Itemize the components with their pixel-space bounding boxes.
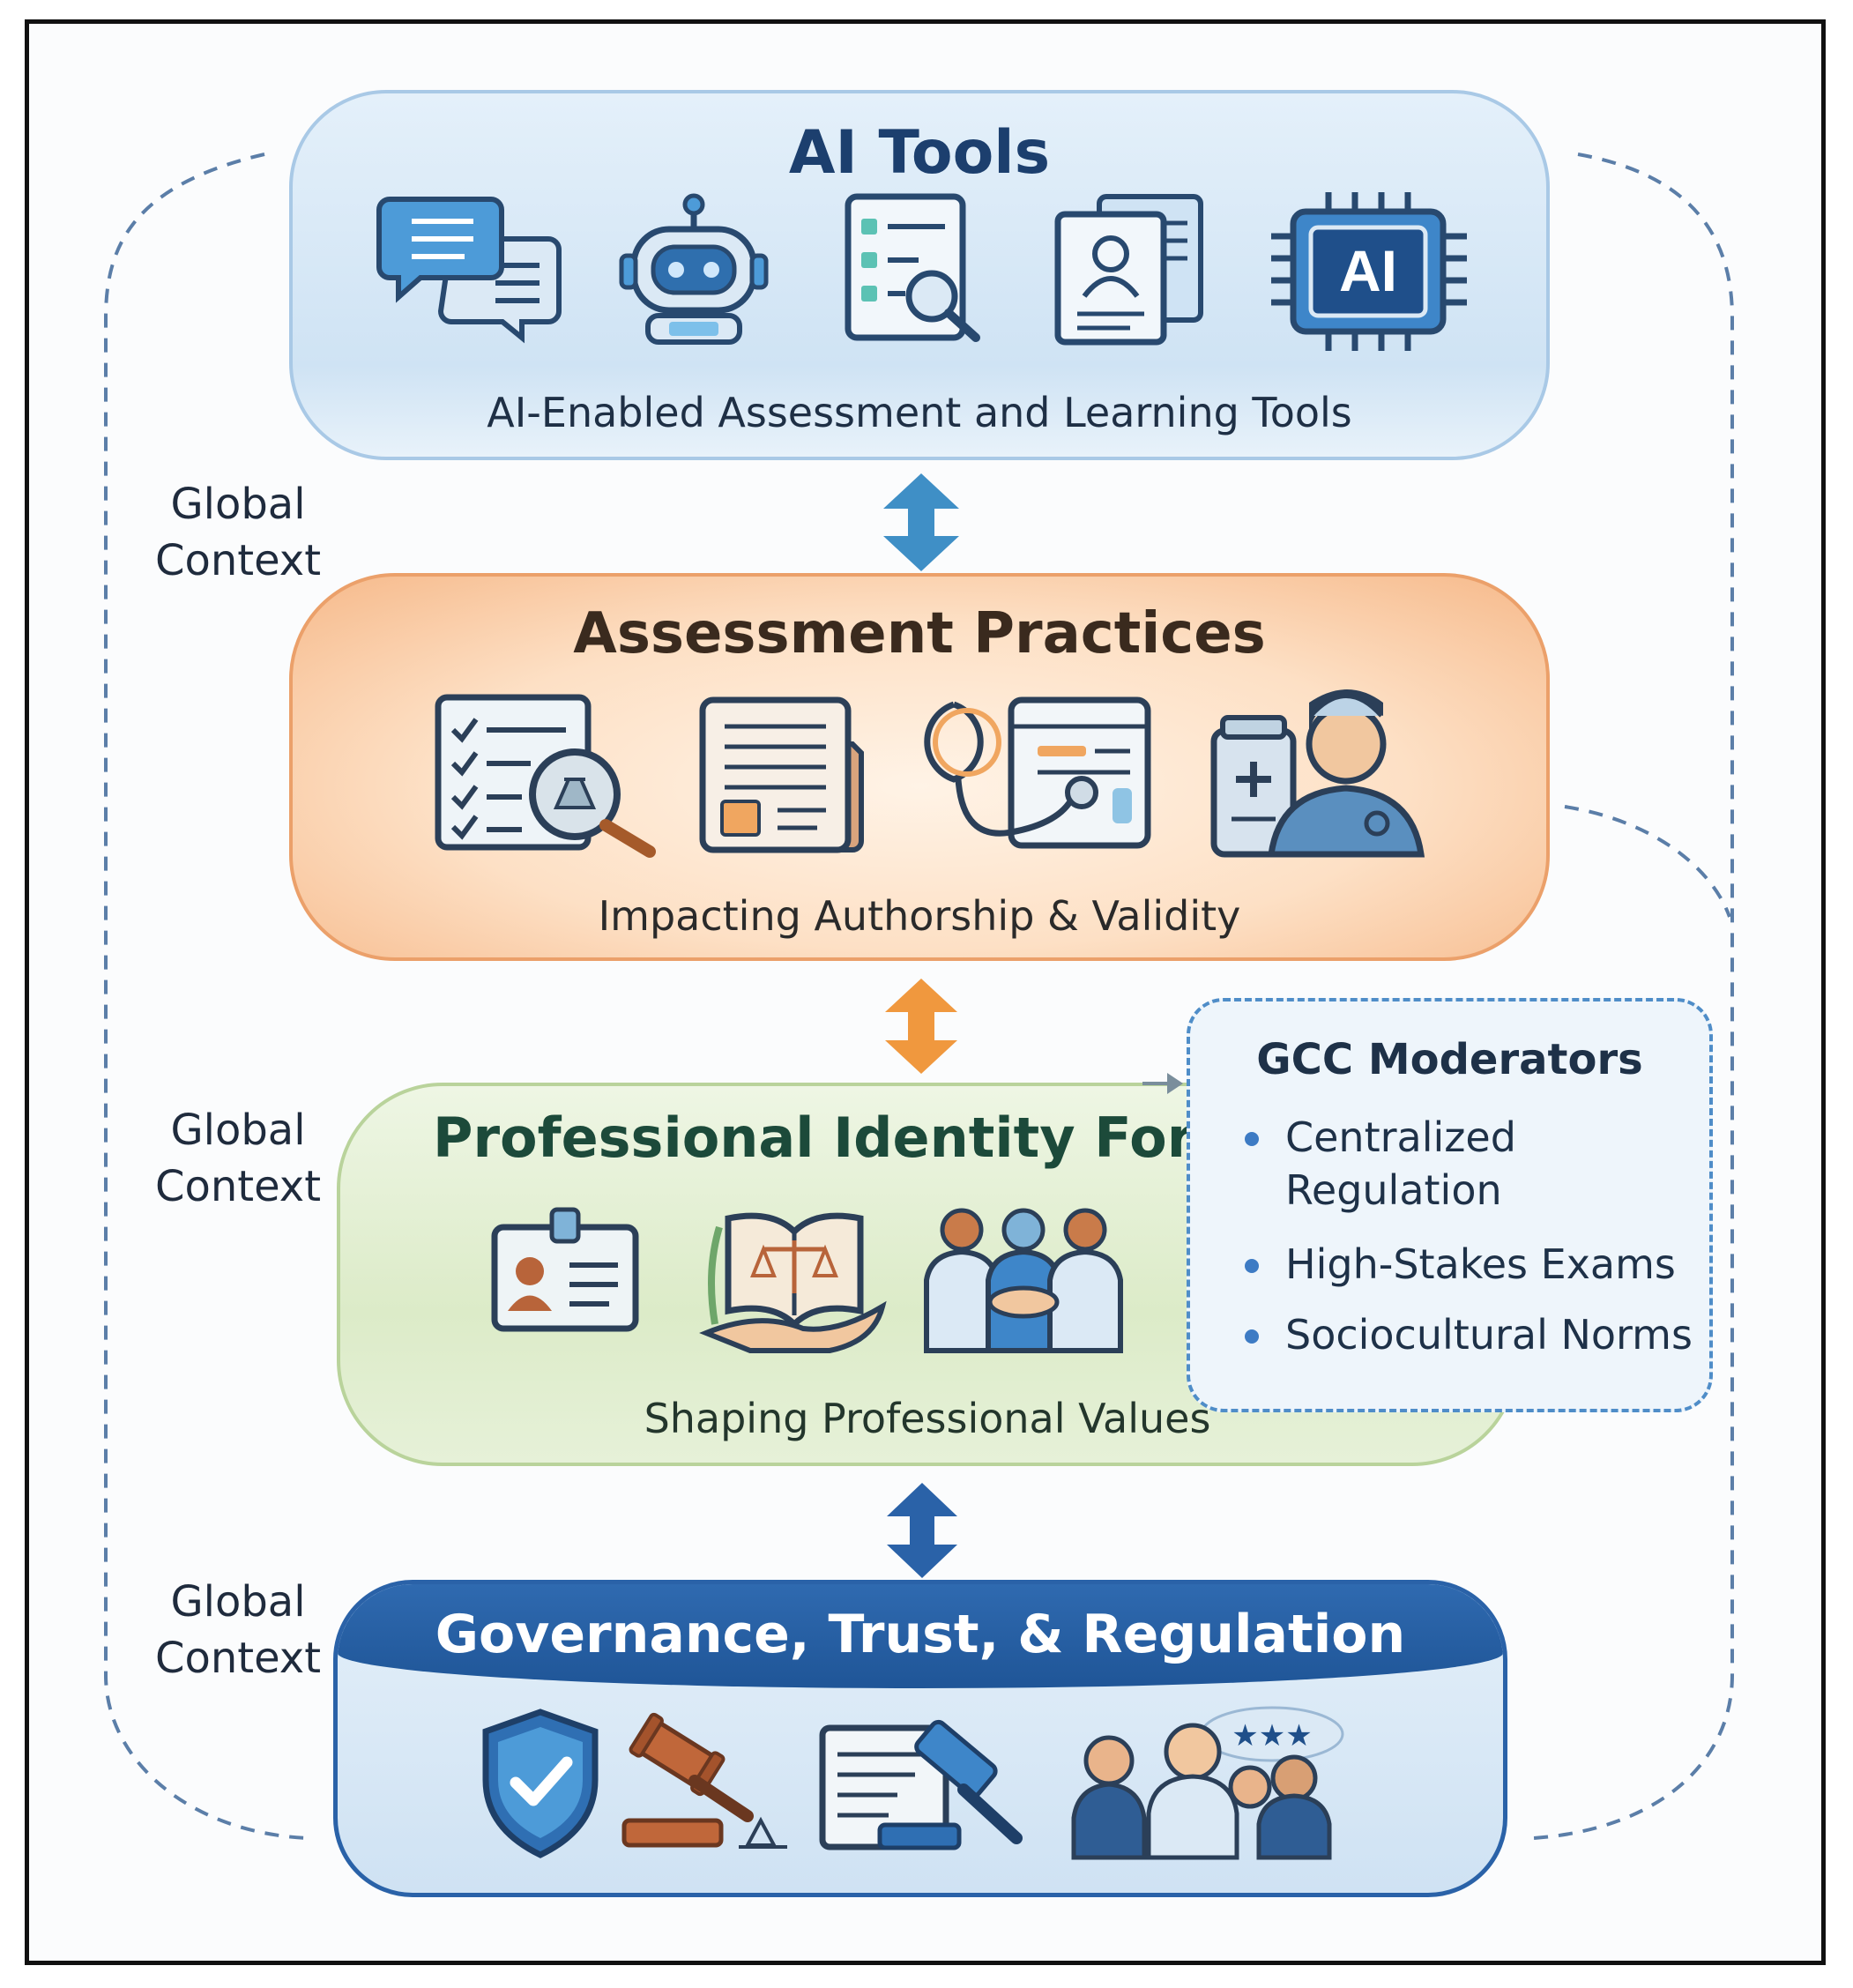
assessment-subtitle: Impacting Authorship & Validity — [598, 892, 1241, 940]
gcc-moderators-title: GCC Moderators — [1256, 1035, 1643, 1084]
team-handshake-icon — [924, 1208, 1123, 1353]
book-scales-hand-icon — [699, 1212, 887, 1353]
checklist-search-icon — [845, 193, 980, 342]
chat-bubbles-icon — [376, 197, 562, 344]
gavel-icon — [621, 1712, 787, 1849]
bullet-dot — [1245, 1329, 1259, 1344]
doctor-medicine-icon — [1210, 689, 1425, 858]
governance-panel: Governance, Trust, & Regulation — [333, 1580, 1507, 1897]
double-arrow-assessment-identity — [885, 979, 957, 1074]
stethoscope-record-icon — [924, 696, 1151, 849]
checklist-magnifier-icon — [435, 694, 656, 858]
gcc-moderators-box: GCC Moderators Centralized Regulation Hi… — [1187, 998, 1713, 1412]
robot-icon — [619, 193, 769, 345]
moderator-item-sociocultural-norms: Sociocultural Norms — [1245, 1308, 1693, 1361]
group-rating-icon: ★★★ — [1071, 1706, 1344, 1860]
moderator-item-centralized-regulation: Centralized Regulation — [1245, 1111, 1516, 1217]
svg-text:★★★: ★★★ — [1232, 1718, 1312, 1753]
ai-tools-title: AI Tools — [788, 118, 1051, 188]
identity-title: Professional Identity For — [433, 1106, 1194, 1170]
document-gavel-icon — [819, 1719, 1023, 1850]
double-arrow-identity-governance — [887, 1483, 957, 1578]
moderator-item-high-stakes-exams: High-Stakes Exams — [1245, 1238, 1676, 1291]
bullet-dot — [1245, 1259, 1259, 1273]
ai-tools-panel: AI Tools — [289, 90, 1550, 460]
double-arrow-ai-assessment — [883, 473, 959, 571]
ai-chip-label: AI — [1339, 238, 1397, 303]
documents-icon — [699, 696, 864, 853]
shield-check-icon — [482, 1709, 599, 1858]
assessment-practices-panel: Assessment Practices — [289, 573, 1550, 961]
ai-tools-subtitle: AI-Enabled Assessment and Learning Tools — [487, 389, 1352, 436]
assessment-title: Assessment Practices — [573, 601, 1266, 666]
identity-subtitle: Shaping Professional Values — [644, 1395, 1211, 1442]
bullet-dot — [1245, 1132, 1259, 1146]
governance-header-band — [338, 1584, 1503, 1688]
profile-documents-icon — [1054, 194, 1203, 346]
id-badge-icon — [491, 1207, 639, 1332]
arrow-to-moderators — [1142, 1073, 1183, 1094]
ai-chip-icon: AI — [1271, 192, 1467, 351]
governance-title: Governance, Trust, & Regulation — [435, 1604, 1406, 1665]
